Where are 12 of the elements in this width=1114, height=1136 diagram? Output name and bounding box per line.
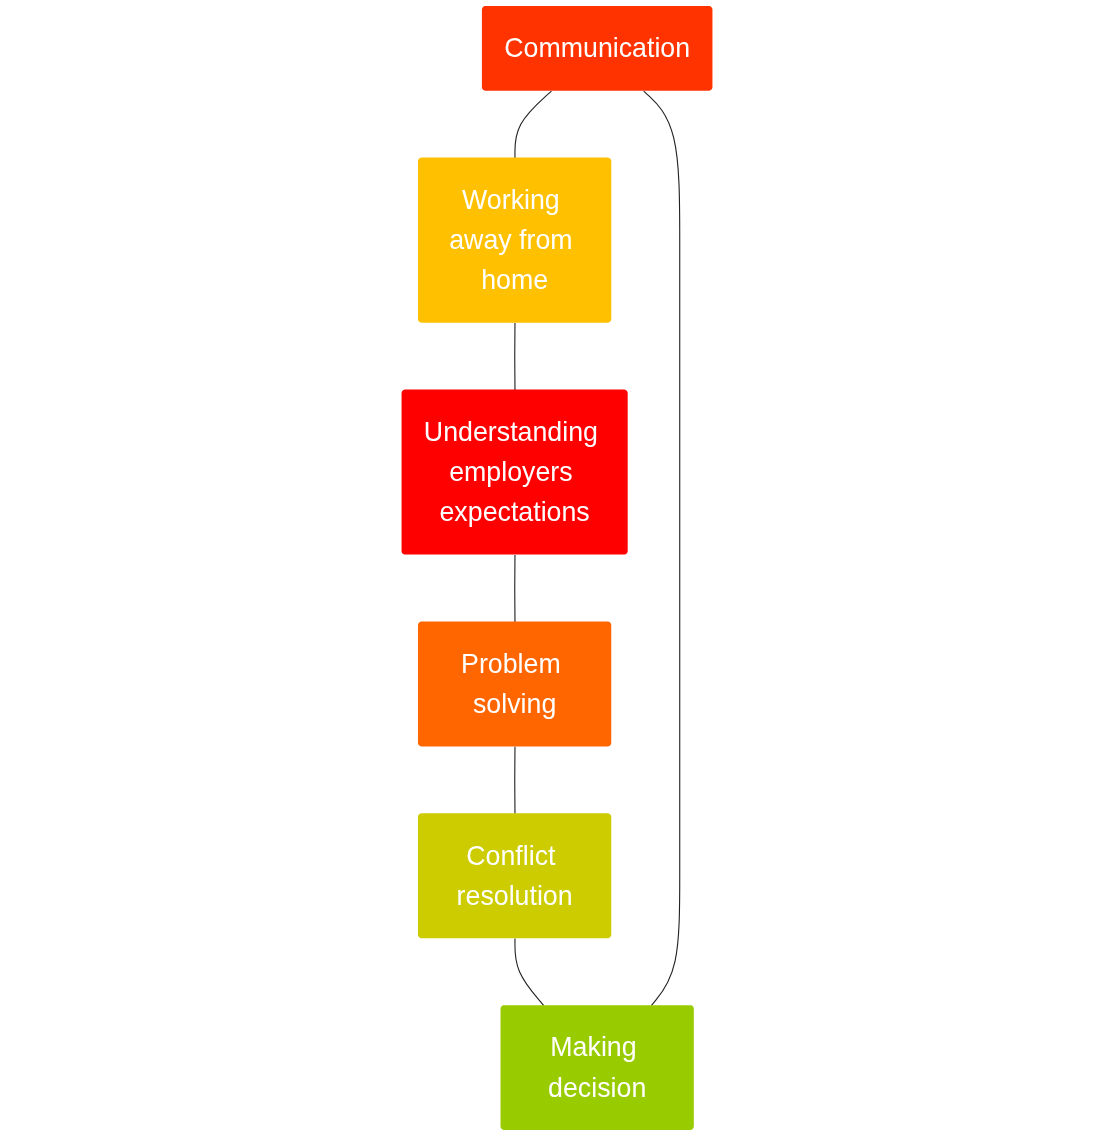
connector — [514, 322, 516, 391]
node-box: Understanding employers expectations — [401, 389, 628, 555]
connector — [514, 554, 516, 623]
node-box: Communication — [481, 5, 713, 91]
connector — [514, 90, 552, 159]
node-box: Making decision — [500, 1005, 694, 1131]
node-box: Conflict resolution — [417, 813, 612, 939]
connector — [643, 90, 681, 1007]
node-box: Working away from home — [417, 157, 612, 323]
connector — [514, 746, 516, 815]
connector — [514, 938, 545, 1007]
node-box: Problem solving — [417, 621, 612, 747]
